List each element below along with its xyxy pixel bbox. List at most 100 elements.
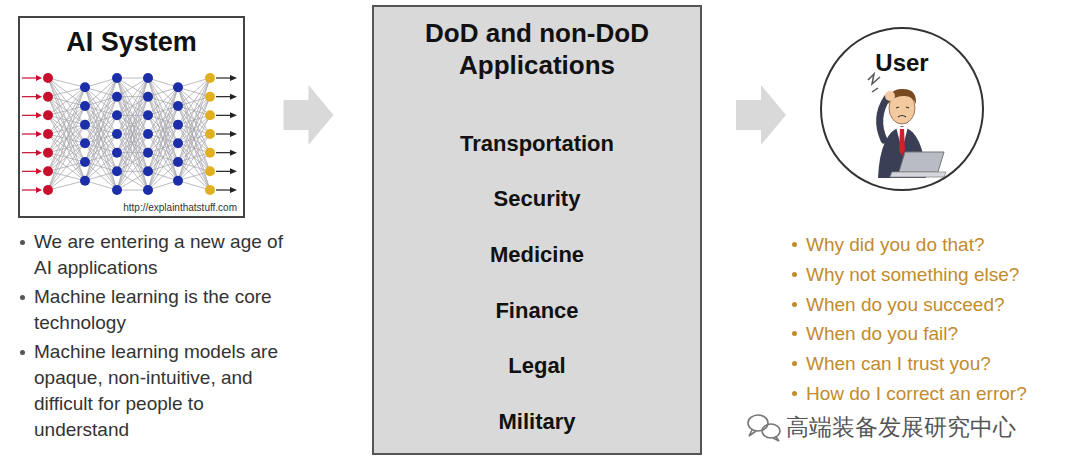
bullet-point: We are entering a new age of AI applicat… [18, 229, 290, 281]
net-link [148, 106, 178, 190]
application-item: Finance [380, 297, 694, 325]
application-item: Security [380, 185, 694, 213]
net-neuron [143, 148, 153, 158]
net-neuron [173, 82, 183, 92]
net-link [85, 87, 117, 190]
application-item: Legal [380, 352, 694, 380]
net-link [85, 171, 117, 180]
user-question: When can I trust you? [790, 349, 1075, 379]
block-arrow [736, 85, 786, 145]
net-link [85, 153, 117, 181]
bullet-point: Machine learning is the core technology [18, 284, 290, 336]
net-link [178, 171, 210, 180]
application-item: Transportation [380, 130, 694, 158]
net-neuron [43, 73, 53, 83]
net-neuron [143, 92, 153, 102]
net-neuron [43, 148, 53, 158]
net-neuron [143, 129, 153, 139]
laptop-base [890, 172, 946, 177]
tie [899, 129, 905, 156]
net-link [48, 87, 85, 171]
input-arrow-head [36, 112, 42, 118]
net-neuron [112, 73, 122, 83]
bullet-list: We are entering a new age of AI applicat… [18, 229, 290, 446]
net-link [85, 78, 117, 125]
output-arrow-head [230, 187, 237, 193]
laptop [899, 152, 944, 172]
net-neuron [205, 166, 215, 176]
net-neuron [112, 185, 122, 195]
net-link [48, 87, 85, 190]
output-arrow-head [230, 112, 237, 118]
user-question: When do you succeed? [790, 290, 1075, 320]
net-neuron [43, 110, 53, 120]
net-link [48, 162, 85, 190]
net-neuron [143, 185, 153, 195]
net-link [148, 143, 178, 190]
net-neuron [205, 92, 215, 102]
bullet-point: Machine learning models are opaque, non-… [18, 339, 290, 443]
net-neuron [43, 129, 53, 139]
input-arrow-head [36, 131, 42, 137]
net-neuron [205, 73, 215, 83]
net-neuron [80, 138, 90, 148]
neural-network-picture [22, 73, 237, 195]
net-link [48, 87, 85, 134]
net-link [178, 97, 210, 181]
user-question: When do you fail? [790, 319, 1075, 349]
net-link [85, 78, 117, 87]
net-neuron [205, 185, 215, 195]
net-link [48, 181, 85, 190]
net-link [117, 78, 148, 171]
net-link [85, 181, 117, 190]
user-question: How do I correct an error? [790, 379, 1075, 409]
net-neuron [143, 166, 153, 176]
net-link [148, 78, 178, 181]
net-link [178, 181, 210, 190]
net-neuron [112, 148, 122, 158]
net-neuron [43, 92, 53, 102]
input-arrow-head [36, 150, 42, 156]
net-link [117, 97, 148, 190]
net-link [117, 134, 148, 190]
net-neuron [80, 101, 90, 111]
net-neuron [205, 110, 215, 120]
net-link [48, 78, 85, 87]
net-neuron [112, 92, 122, 102]
net-neuron [205, 148, 215, 158]
wechat-icon [748, 415, 780, 441]
net-neuron [43, 185, 53, 195]
node-title: User [822, 49, 982, 77]
net-neuron [173, 157, 183, 167]
net-neuron [173, 120, 183, 130]
net-link [48, 87, 85, 152]
net-link [178, 78, 210, 162]
user-circle: User [820, 27, 984, 191]
net-link [178, 78, 210, 125]
net-neuron [80, 120, 90, 130]
net-link [148, 87, 178, 190]
watermark: 高端装备发展研究中心 [786, 413, 1016, 441]
raised-arm [880, 98, 887, 140]
net-link [148, 78, 178, 162]
net-link [85, 78, 117, 181]
face [896, 107, 909, 117]
output-arrow-head [230, 94, 237, 100]
net-link [178, 78, 210, 181]
image-credit: http://explainthatstuff.com [121, 202, 239, 214]
net-neuron [80, 176, 90, 186]
user-question: Why did you do that? [790, 230, 1075, 260]
input-arrow-head [36, 75, 42, 81]
net-link [48, 143, 85, 190]
net-link [85, 134, 117, 181]
net-link [85, 97, 117, 181]
net-neuron [143, 110, 153, 120]
net-link [178, 78, 210, 87]
net-link [117, 171, 148, 190]
net-neuron [173, 138, 183, 148]
net-link [178, 134, 210, 181]
net-link [148, 162, 178, 190]
net-neuron [173, 176, 183, 186]
net-link [48, 106, 85, 190]
node-title: DoD and non-DoD Applications [404, 17, 670, 81]
